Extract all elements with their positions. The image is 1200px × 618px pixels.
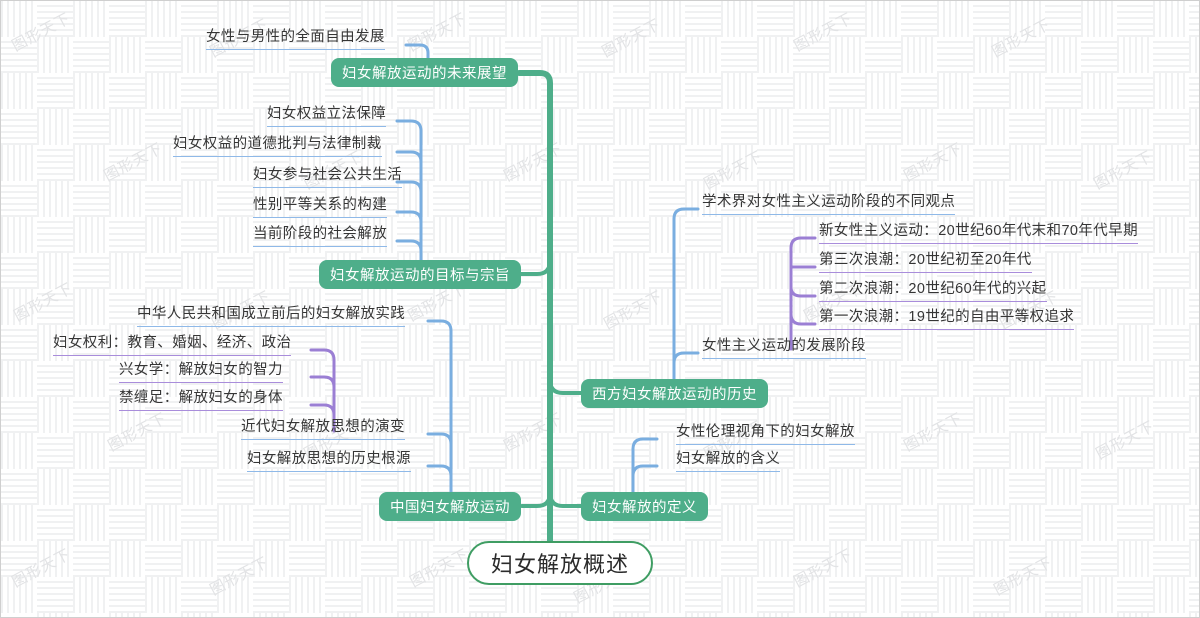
- link-china-c2: [426, 464, 453, 478]
- link-goals-c4: [395, 239, 423, 253]
- link-goals-c3: [395, 210, 423, 224]
- link-china-c0: [426, 319, 453, 333]
- leaf-label[interactable]: 妇女权益立法保障: [267, 104, 387, 127]
- link-goals-c2: [395, 180, 423, 194]
- leaf-label[interactable]: 妇女解放思想的历史根源: [247, 449, 411, 472]
- link-china-sub-c0: [309, 348, 336, 362]
- link-west-sub-c0: [789, 236, 817, 250]
- trunk-to-china: [520, 491, 552, 508]
- link-west-sub-c3: [789, 312, 817, 326]
- leaf-label[interactable]: 第一次浪潮：19世纪的自由平等权追求: [819, 307, 1075, 330]
- trunk-to-goals: [517, 259, 552, 276]
- leaf-label[interactable]: 性别平等关系的构建: [253, 195, 388, 218]
- link-definition-c0: [631, 437, 659, 451]
- link-definition-c1: [631, 464, 659, 478]
- link-west-c1: [672, 351, 700, 365]
- leaf-label[interactable]: 新女性主义运动：20世纪60年代末和70年代早期: [819, 221, 1138, 244]
- branch-node-china[interactable]: 中国妇女解放运动: [379, 492, 521, 521]
- branch-node-future[interactable]: 妇女解放运动的未来展望: [331, 58, 518, 87]
- leaf-label[interactable]: 中华人民共和国成立前后的妇女解放实践: [137, 304, 406, 327]
- leaf-label[interactable]: 女性主义运动的发展阶段: [702, 336, 866, 359]
- leaf-label[interactable]: 妇女权利：教育、婚姻、经济、政治: [53, 333, 292, 356]
- link-china-sub-c1: [309, 375, 336, 389]
- trunk-to-future: [516, 70, 553, 96]
- link-china-sub-c2: [309, 403, 336, 417]
- leaf-label[interactable]: 禁缠足：解放妇女的身体: [119, 388, 283, 411]
- root-node[interactable]: 妇女解放概述: [467, 541, 654, 585]
- leaf-label[interactable]: 妇女解放的含义: [676, 449, 781, 472]
- link-west-c0: [672, 207, 700, 221]
- branch-node-definition[interactable]: 妇女解放的定义: [581, 492, 708, 521]
- leaf-label[interactable]: 第三次浪潮：20世纪初至20年代: [819, 250, 1032, 273]
- trunk-to-definition: [548, 491, 584, 508]
- leaf-label[interactable]: 兴女学：解放妇女的智力: [119, 360, 283, 383]
- link-goals-c1: [395, 150, 423, 164]
- leaf-label[interactable]: 妇女权益的道德批判与法律制裁: [173, 134, 382, 157]
- branch-node-goals[interactable]: 妇女解放运动的目标与宗旨: [319, 260, 521, 289]
- link-future-spine: [404, 43, 430, 61]
- leaf-label[interactable]: 第二次浪潮：20世纪60年代的兴起: [819, 279, 1047, 302]
- branch-node-west[interactable]: 西方妇女解放运动的历史: [581, 379, 768, 408]
- link-china-c1: [426, 432, 453, 446]
- leaf-label[interactable]: 妇女参与社会公共生活: [253, 165, 402, 188]
- link-goals-c0: [395, 119, 423, 133]
- leaf-label[interactable]: 近代妇女解放思想的演变: [241, 417, 405, 440]
- leaf-label[interactable]: 当前阶段的社会解放: [253, 224, 388, 247]
- leaf-label[interactable]: 女性伦理视角下的妇女解放: [676, 422, 855, 445]
- leaf-label[interactable]: 女性与男性的全面自由发展: [206, 27, 385, 50]
- link-west-sub-c2: [789, 285, 817, 298]
- trunk-to-west: [548, 378, 584, 395]
- leaf-label[interactable]: 学术界对女性主义运动阶段的不同观点: [702, 192, 956, 215]
